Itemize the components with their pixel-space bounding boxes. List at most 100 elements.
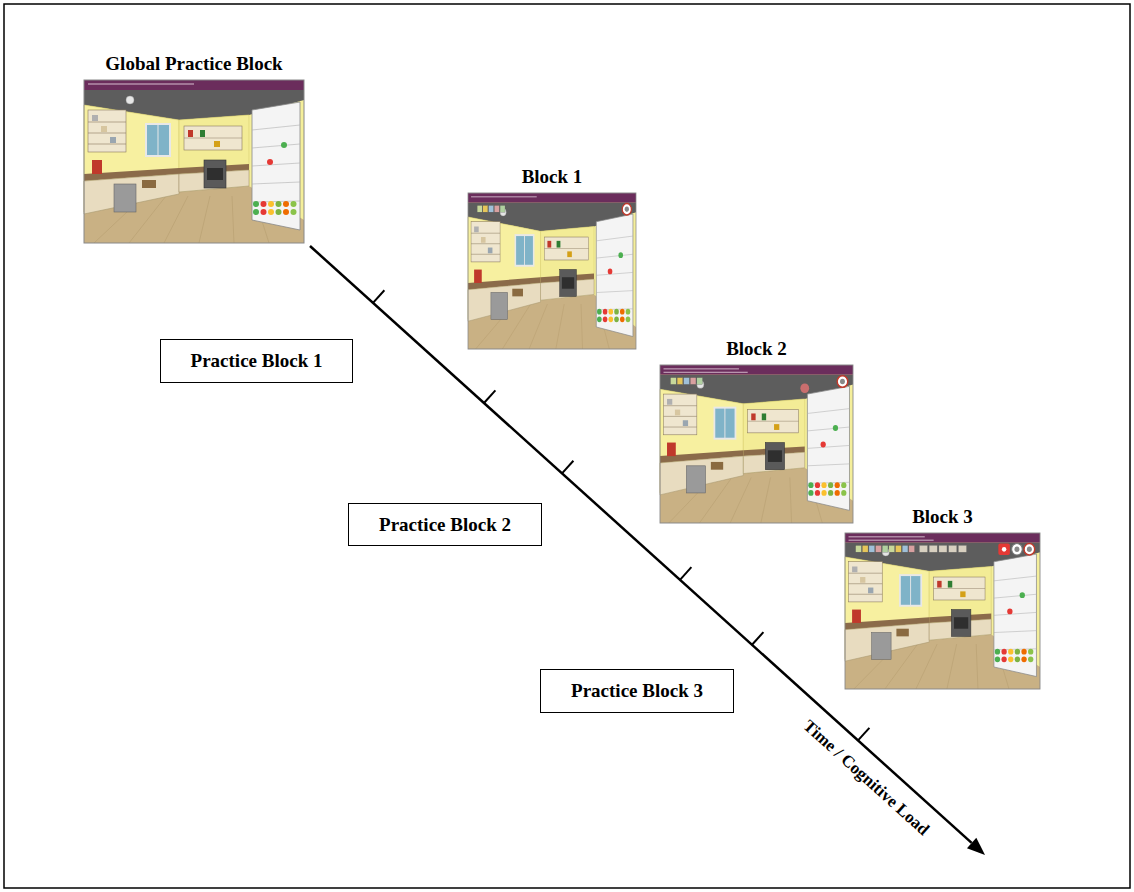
illustration-part: [768, 450, 782, 462]
illustration-part: [675, 410, 680, 416]
illustration-part: [869, 545, 875, 552]
illustration-part: [1002, 547, 1006, 552]
illustration-part: [815, 482, 820, 488]
illustration-part: [557, 241, 561, 248]
illustration-part: [471, 243, 500, 244]
illustration-part: [751, 413, 755, 420]
illustration-part: [683, 420, 688, 426]
illustration-part: [515, 235, 533, 266]
illustration-part: [690, 378, 696, 385]
illustration-part: [821, 490, 826, 496]
illustration-part: [199, 196, 210, 243]
illustration-part: [994, 612, 1037, 615]
illustration-part: [184, 126, 242, 150]
illustration-part: [481, 237, 486, 243]
illustration-part: [179, 115, 249, 192]
illustration-part: [477, 205, 482, 212]
illustration-part: [276, 209, 282, 215]
illustration-part: [500, 205, 505, 212]
illustration-part: [614, 309, 619, 315]
illustration-part: [910, 575, 911, 606]
illustration-part: [849, 536, 925, 537]
illustration-part: [730, 477, 751, 523]
illustration-part: [1028, 649, 1033, 655]
illustration-part: [471, 222, 500, 262]
illustration-part: [596, 254, 633, 258]
illustration-part: [618, 252, 623, 258]
illustration-part: [841, 482, 846, 488]
illustration-part: [828, 482, 833, 488]
illustration-part: [849, 594, 883, 595]
illustration-part: [188, 130, 193, 137]
illustration-part: [994, 554, 1037, 677]
illustration-part: [541, 226, 594, 300]
illustration-part: [474, 226, 479, 232]
illustration-part: [954, 617, 968, 628]
illustration-part: [471, 233, 500, 234]
illustration-part: [609, 316, 614, 322]
illustration-part: [872, 633, 892, 660]
illustration-part: [608, 269, 613, 275]
illustration-part: [835, 482, 840, 488]
illustration-part: [774, 424, 779, 430]
illustration-part: [807, 445, 849, 448]
kitchen-screenshot: [84, 80, 304, 243]
kitchen-screenshot: [845, 533, 1040, 689]
illustration-part: [852, 610, 861, 623]
timeline-tick: [680, 567, 691, 580]
illustration-part: [581, 304, 583, 349]
illustration-part: [1027, 547, 1032, 552]
illustration-part: [748, 421, 799, 422]
illustration-part: [268, 209, 274, 215]
illustration-part: [837, 376, 848, 388]
illustration-part: [620, 316, 625, 322]
illustration-part: [1001, 656, 1006, 662]
illustration-part: [808, 490, 813, 496]
illustration-part: [268, 201, 274, 207]
timeline-axis: [310, 246, 972, 843]
illustration-part: [626, 309, 631, 315]
block-screenshot: Block 1: [468, 166, 636, 349]
illustration-part: [544, 248, 588, 249]
illustration-part: [283, 209, 289, 215]
illustration-part: [828, 490, 833, 496]
illustration-part: [808, 482, 813, 488]
illustration-part: [815, 490, 820, 496]
illustration-part: [882, 545, 888, 552]
illustration-part: [1020, 592, 1025, 598]
illustration-part: [896, 545, 902, 552]
illustration-part: [807, 386, 849, 510]
illustration-part: [110, 137, 116, 143]
illustration-part: [660, 365, 853, 523]
illustration-part: [686, 466, 705, 493]
arrowhead: [967, 838, 985, 855]
illustration-part: [835, 490, 840, 496]
illustration-part: [948, 581, 952, 588]
illustration-part: [214, 141, 220, 147]
illustration-part: [88, 144, 126, 145]
illustration-part: [849, 583, 883, 584]
box-label: Practice Block 1: [191, 350, 323, 372]
illustration-part: [596, 272, 633, 275]
illustration-part: [253, 209, 259, 215]
illustration-part: [664, 405, 697, 406]
axis-label: Time / Cognitive Load: [799, 716, 933, 840]
illustration-part: [849, 573, 883, 574]
illustration-part: [1008, 656, 1013, 662]
illustration-part: [841, 490, 846, 496]
illustration-part: [547, 241, 551, 248]
illustration-part: [489, 205, 494, 212]
illustration-part: [919, 545, 927, 552]
illustration-part: [761, 477, 771, 523]
illustration-part: [1014, 547, 1019, 552]
illustration-part: [856, 545, 862, 552]
illustration-part: [664, 372, 748, 373]
illustration-part: [291, 201, 297, 207]
illustration-part: [994, 631, 1037, 633]
timeline-tick: [484, 390, 495, 403]
block-screenshot: Block 3: [845, 506, 1040, 689]
illustration-part: [88, 133, 126, 134]
illustration-part: [994, 576, 1037, 581]
illustration-part: [567, 251, 572, 257]
kitchen-screenshot: [660, 365, 853, 523]
